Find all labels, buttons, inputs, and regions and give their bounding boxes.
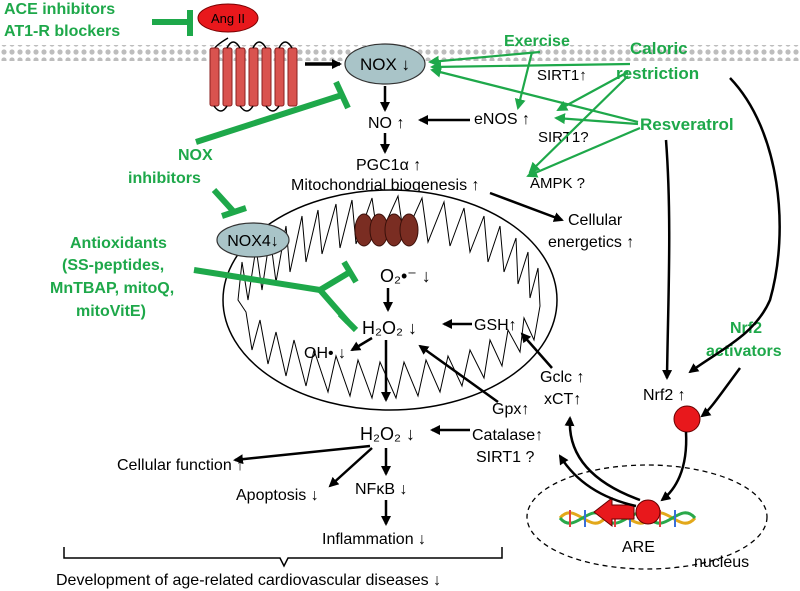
antioxidants-label-2: (SS-peptides, [62, 257, 164, 274]
antioxidants-label-3: MnTBAP, mitoQ, [50, 280, 174, 297]
pgc1a-label: PGC1α ↑ [356, 157, 421, 174]
nrf2-bound-are [635, 499, 661, 525]
sirt1-up-label: SIRT1↑ [537, 67, 587, 84]
no-label: NO ↑ [368, 115, 404, 132]
nrf2-translocation-arrow [660, 431, 688, 502]
nucleus-label: nucleus [694, 554, 749, 571]
transcription-arrow [593, 496, 635, 528]
gpx-to-h2o2-arrow [418, 344, 499, 404]
nucleus-to-catalase-arrow [558, 454, 637, 508]
gclc-to-gsh-arrow [520, 332, 553, 369]
ace-inhibition-line [152, 10, 193, 36]
green-activation-arrows [428, 50, 641, 178]
are-label: ARE [622, 539, 655, 556]
h2o2-to-cell-function-arrow [233, 444, 371, 465]
mito-biogenesis-label: Mitochondrial biogenesis ↑ [291, 177, 480, 194]
mitochondrion-outer-membrane [222, 189, 558, 411]
nrf2-activators-label-2: activators [706, 343, 782, 360]
ang2-label: Ang II [211, 11, 245, 26]
antioxidants-label-4: mitoVitE) [76, 303, 146, 320]
catalase-label: Catalase↑ [472, 427, 543, 444]
nrf2-label: Nrf2 ↑ [643, 387, 686, 404]
biogenesis-to-energetics-arrow [489, 191, 564, 222]
gpx-label: Gpx↑ [492, 401, 529, 418]
nox-inhibitor-line-to-nox [195, 80, 351, 145]
h2o2-to-oh-arrow [350, 336, 373, 352]
nox-inhibitors-label-2: inhibitors [128, 170, 201, 187]
nrf2-protein [673, 405, 701, 433]
electron-transport-complex [354, 213, 419, 247]
resveratrol-label: Resveratrol [640, 115, 734, 134]
nox-inhibitors-label-1: NOX [178, 147, 213, 164]
cyto-h2o2-label: H₂O₂ ↓ [360, 424, 415, 444]
sirt1-question-2-label: SIRT1 ? [476, 449, 535, 466]
ang2-ligand [197, 3, 259, 33]
summary-brace [63, 547, 503, 568]
nucleus-to-xct-arrow [564, 416, 641, 502]
ace-inhibitors-label: ACE inhibitors [4, 1, 115, 18]
nox-enzyme [344, 43, 426, 85]
xct-label: xCT↑ [544, 391, 581, 408]
antioxidant-inhibition-lines [193, 260, 359, 333]
cellular-energetics-label-1: Cellular [568, 212, 623, 229]
nucleus-envelope [526, 464, 768, 570]
resveratrol-to-nrf2-arrow [662, 139, 673, 380]
caloric-to-nrf2-arrow [688, 77, 781, 374]
cellular-function-label: Cellular function ↑ [117, 457, 244, 474]
caloric-label-2: restriction [616, 64, 699, 83]
development-label: Development of age-related cardiovascula… [56, 572, 441, 589]
gsh-label: GSH↑ [474, 317, 517, 334]
at1r-blockers-label: AT1-R blockers [4, 23, 120, 40]
gclc-label: Gclc ↑ [540, 369, 584, 386]
activators-to-nrf2-arrow [700, 367, 742, 418]
apoptosis-label: Apoptosis ↓ [236, 487, 319, 504]
at1-receptor [209, 37, 298, 112]
exercise-label: Exercise [504, 33, 570, 50]
nfkb-label: NFκB ↓ [355, 481, 407, 498]
mito-h2o2-label: H₂O₂ ↓ [362, 318, 417, 338]
nox-label: NOX ↓ [360, 55, 410, 74]
mitochondrion-cristae [237, 194, 541, 400]
hydroxyl-radical-label: OH• ↓ [304, 345, 346, 362]
inflammation-label: Inflammation ↓ [322, 531, 426, 548]
superoxide-label: O₂•⁻ ↓ [380, 266, 431, 286]
ampk-label: AMPK ? [530, 175, 585, 192]
cellular-energetics-label-2: energetics ↑ [548, 234, 634, 251]
caloric-label-1: Caloric [630, 39, 688, 58]
nox-inhibitor-line-to-nox4 [211, 187, 247, 219]
h2o2-to-apoptosis-arrow [328, 447, 373, 488]
sirt1-question-label: SIRT1? [538, 129, 589, 146]
antioxidants-label-1: Antioxidants [70, 235, 167, 252]
nox4-label: NOX4↓ [227, 233, 279, 250]
enos-label: eNOS ↑ [474, 111, 530, 128]
nox4-enzyme [216, 222, 290, 258]
